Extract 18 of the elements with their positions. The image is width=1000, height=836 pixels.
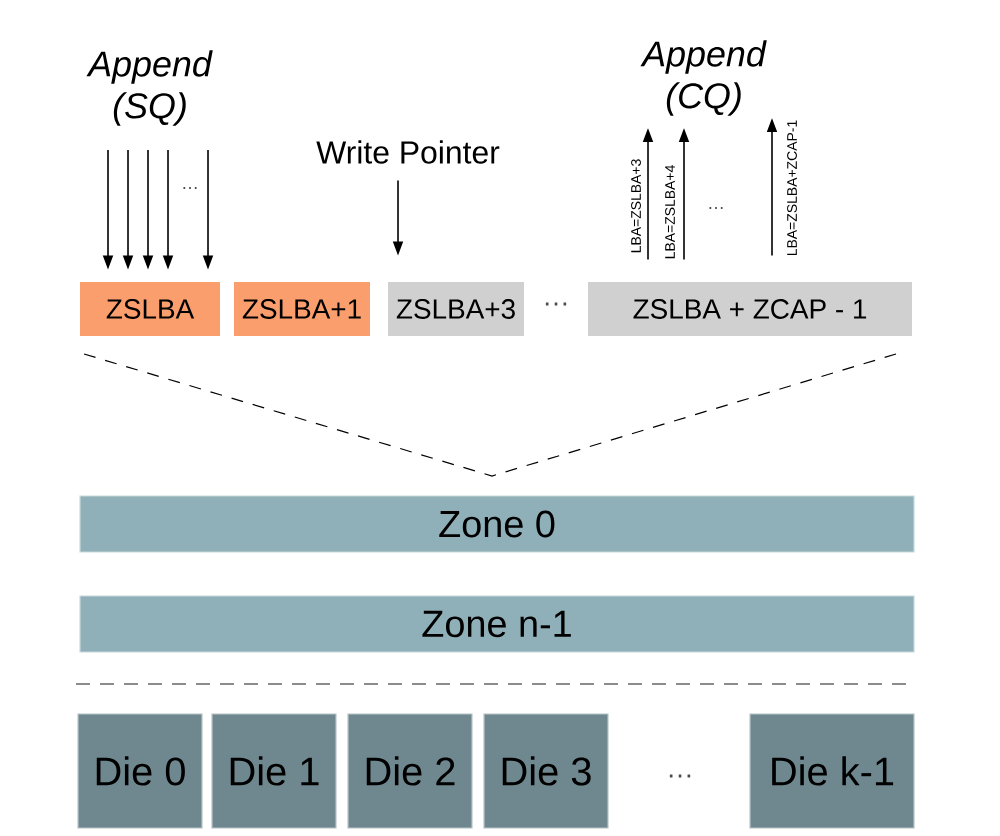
die-box: Die 2: [347, 713, 473, 829]
ellipsis: …: [545, 302, 567, 306]
ellipsis: …: [669, 774, 691, 778]
ellipsis: …: [709, 207, 723, 209]
block-box: ZSLBA+1: [234, 282, 370, 336]
die-box: Die 3: [483, 713, 609, 829]
heading-text: Append (SQ): [86, 50, 213, 126]
die-box: Die 0: [77, 713, 203, 829]
die-box: Die k-1: [749, 713, 915, 829]
heading-text: Append (CQ): [640, 40, 767, 116]
block-box: ZSLBA+3: [388, 282, 524, 336]
zone-bar: Zone n-1: [79, 595, 915, 653]
ellipsis: …: [183, 187, 197, 189]
die-box: Die 1: [211, 713, 337, 829]
block-box: ZSLBA: [80, 282, 220, 336]
block-box: ZSLBA + ZCAP - 1: [588, 282, 912, 336]
zone-bar: Zone 0: [79, 495, 915, 553]
pointer-label: Write Pointer: [316, 140, 500, 164]
